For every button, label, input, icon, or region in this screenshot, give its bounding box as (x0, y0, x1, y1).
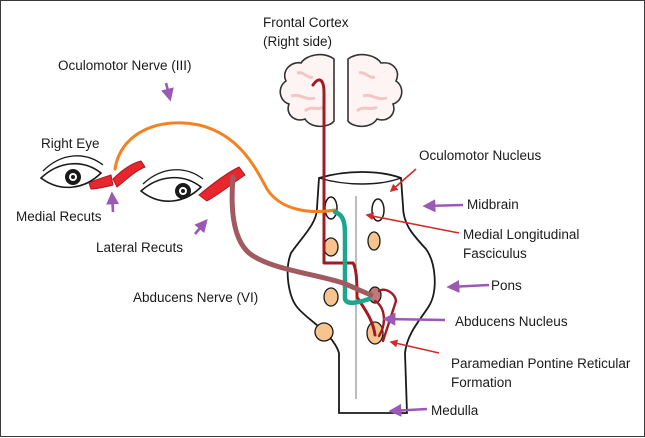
frontal-cortex-label-line2: (Right side) (263, 33, 332, 50)
oculomotor-nerve-pathway (115, 123, 335, 212)
frontal-cortex-label-line1: Frontal Cortex (263, 14, 349, 31)
mlf-label-line2: Fasciculus (463, 245, 527, 262)
mlf-label-line1: Medial Longitudinal (463, 226, 579, 243)
pprf-label-line1: Paramedian Pontine Reticular (451, 355, 630, 372)
lateral-rectus-label: Lateral Recuts (96, 239, 183, 256)
right-eye-label: Right Eye (41, 135, 100, 152)
medulla-label: Medulla (431, 402, 478, 419)
oculomotor-nucleus-label: Oculomotor Nucleus (419, 147, 541, 164)
right-eye-medial (41, 156, 145, 189)
pprf-label-line2: Formation (451, 374, 512, 391)
medial-rectus-label: Medial Recuts (16, 208, 102, 225)
frontal-cortex (280, 55, 401, 127)
midbrain-label: Midbrain (467, 196, 519, 213)
oculomotor-nerve-label: Oculomotor Nerve (III) (58, 57, 192, 74)
pons-label: Pons (491, 277, 522, 294)
abducens-nerve-label: Abducens Nerve (VI) (133, 289, 258, 306)
right-eye-lateral (141, 167, 245, 201)
abducens-nucleus-label: Abducens Nucleus (455, 313, 568, 330)
